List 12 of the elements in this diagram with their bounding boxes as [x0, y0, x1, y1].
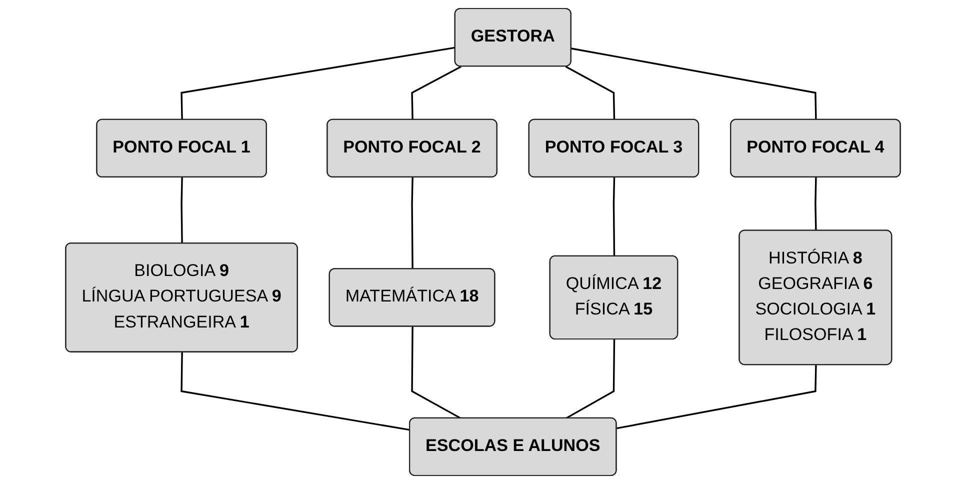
connector	[180, 352, 410, 431]
connector	[180, 177, 183, 244]
connector	[180, 46, 456, 120]
connector	[411, 66, 462, 120]
connector	[571, 48, 817, 120]
connector	[814, 177, 817, 231]
connector	[411, 177, 414, 270]
connector	[411, 326, 462, 420]
connector	[565, 66, 616, 120]
connector	[612, 177, 616, 256]
connector	[565, 340, 616, 420]
connector	[616, 365, 817, 430]
